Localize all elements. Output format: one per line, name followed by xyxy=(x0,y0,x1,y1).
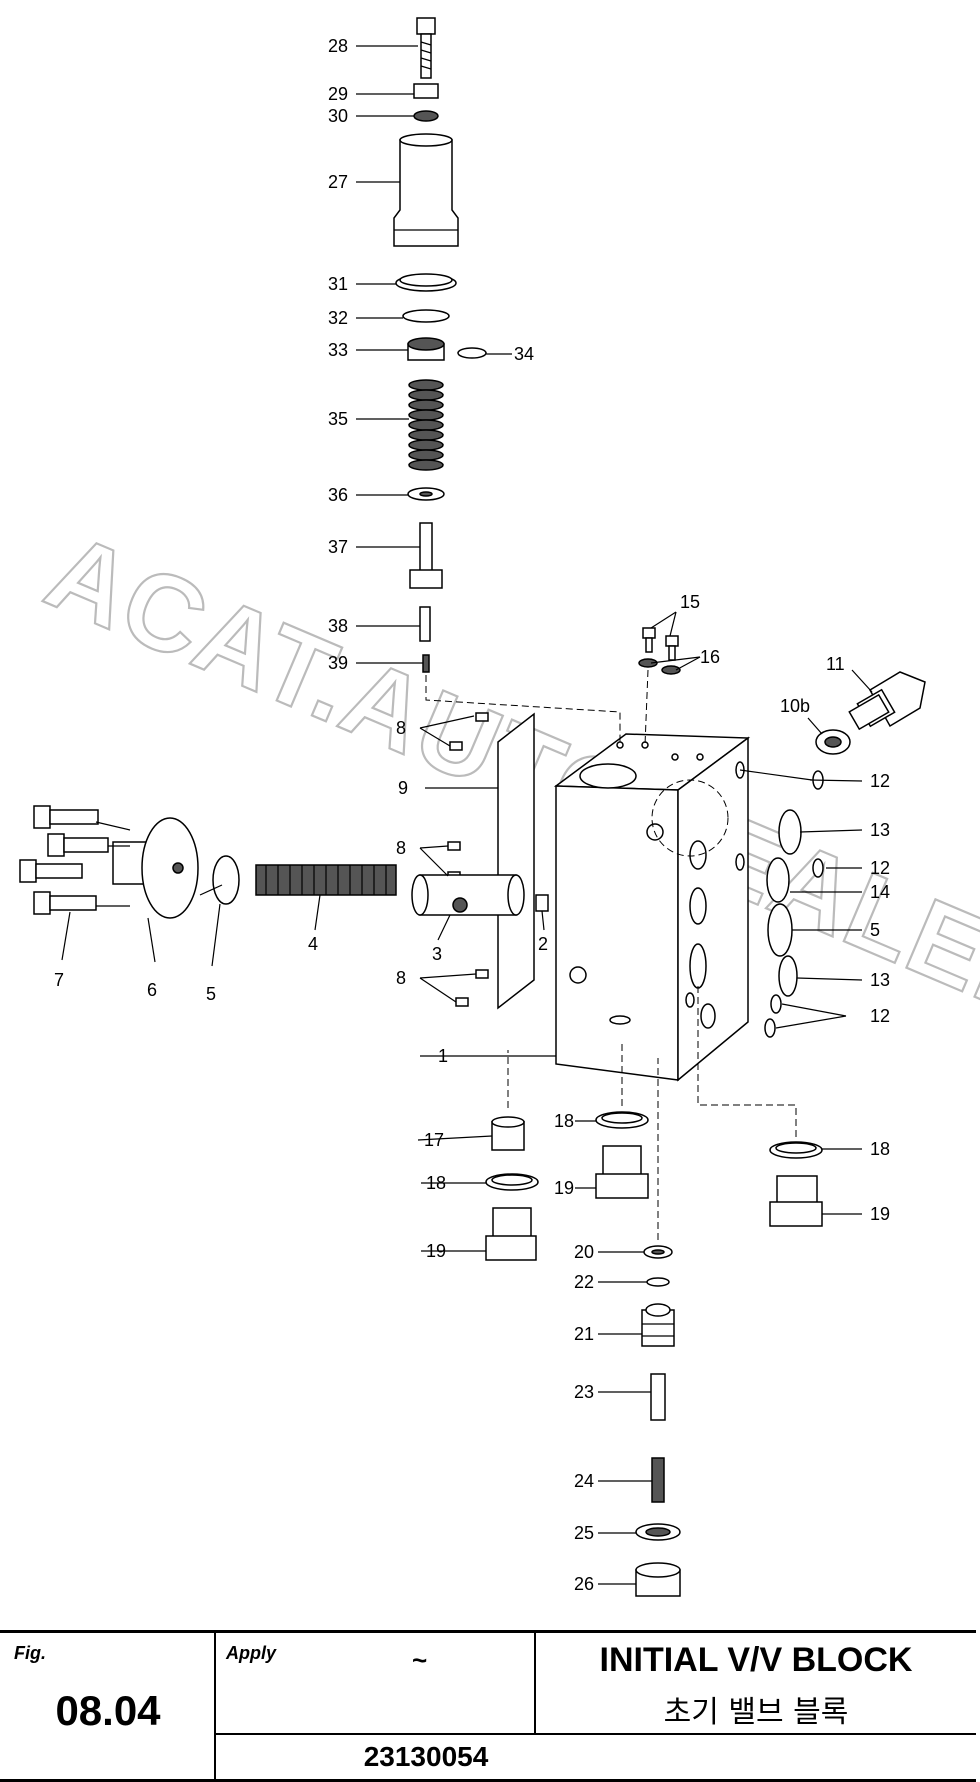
exploded-parts-diagram: ACAT.AUTODEALER.RU xyxy=(19,17,980,1597)
plate-9 xyxy=(497,712,535,1010)
part-number-cell: 23130054 xyxy=(216,1733,976,1779)
callout-15: 15 xyxy=(680,592,700,612)
callout-29: 29 xyxy=(328,84,348,104)
callout-35: 35 xyxy=(328,409,348,429)
callout-8-top: 8 xyxy=(396,718,406,738)
top-assembly xyxy=(393,17,487,673)
callout-9: 9 xyxy=(398,778,408,798)
callout-28: 28 xyxy=(328,36,348,56)
leader-lines xyxy=(61,45,873,1585)
apply-label: Apply xyxy=(226,1643,277,1663)
callout-17: 17 xyxy=(424,1130,444,1150)
spring-35 xyxy=(408,379,444,471)
callout-26: 26 xyxy=(574,1574,594,1594)
callout-6: 6 xyxy=(147,980,157,1000)
callout-25: 25 xyxy=(574,1523,594,1543)
callout-5-right: 5 xyxy=(870,920,880,940)
callout-labels: 28 29 30 27 31 32 33 34 35 36 37 38 39 1… xyxy=(54,36,890,1594)
callout-8-bottom: 8 xyxy=(396,968,406,988)
callout-7: 7 xyxy=(54,970,64,990)
valve-block-1 xyxy=(553,733,751,1082)
callout-18-left: 18 xyxy=(426,1173,446,1193)
callout-12-c: 12 xyxy=(870,1006,890,1026)
callout-3: 3 xyxy=(432,944,442,964)
spool-3 xyxy=(411,874,525,916)
fig-number: 08.04 xyxy=(55,1687,161,1734)
title-block: Fig. 08.04 Apply ~ INITIAL V/V BLOCK 초기 … xyxy=(0,1630,976,1782)
callout-12-a: 12 xyxy=(870,771,890,791)
apply-value: ~ xyxy=(412,1645,428,1675)
callout-33: 33 xyxy=(328,340,348,360)
callout-19-center: 19 xyxy=(554,1178,574,1198)
callout-24: 24 xyxy=(574,1471,594,1491)
spring-4 xyxy=(255,864,397,896)
callout-19-right: 19 xyxy=(870,1204,890,1224)
title-korean: 초기 밸브 블록 xyxy=(663,1695,849,1730)
callout-13-b: 13 xyxy=(870,970,890,990)
callout-30: 30 xyxy=(328,106,348,126)
flange-6 xyxy=(112,817,199,919)
callout-12-b: 12 xyxy=(870,858,890,878)
callout-31: 31 xyxy=(328,274,348,294)
bolts-15 xyxy=(638,627,681,675)
callout-2: 2 xyxy=(538,934,548,954)
callout-22: 22 xyxy=(574,1272,594,1292)
callout-11: 11 xyxy=(826,654,845,674)
right-o-rings xyxy=(764,770,824,1038)
callout-19-left: 19 xyxy=(426,1241,446,1261)
callout-1: 1 xyxy=(438,1046,448,1066)
title-english: INITIAL V/V BLOCK xyxy=(599,1641,913,1679)
connector-11 xyxy=(815,671,926,755)
o-ring-5 xyxy=(212,855,240,905)
callout-21: 21 xyxy=(574,1324,594,1344)
callout-32: 32 xyxy=(328,308,348,328)
callout-27: 27 xyxy=(328,172,348,192)
lower-assembly xyxy=(635,1245,681,1597)
apply-cell: Apply ~ xyxy=(216,1633,536,1733)
callout-20: 20 xyxy=(574,1242,594,1262)
callout-34: 34 xyxy=(514,344,534,364)
bottom-plugs xyxy=(485,1111,823,1261)
callout-16: 16 xyxy=(700,647,720,667)
plug-2 xyxy=(535,894,549,912)
callout-18-center: 18 xyxy=(554,1111,574,1131)
callout-4: 4 xyxy=(308,934,318,954)
callout-10b: 10b xyxy=(780,696,810,716)
fig-cell: Fig. 08.04 xyxy=(0,1633,216,1779)
callout-39: 39 xyxy=(328,653,348,673)
callout-18-right: 18 xyxy=(870,1139,890,1159)
callout-13-a: 13 xyxy=(870,820,890,840)
callout-37: 37 xyxy=(328,537,348,557)
fig-label: Fig. xyxy=(14,1643,46,1663)
callout-38: 38 xyxy=(328,616,348,636)
callout-5-left: 5 xyxy=(206,984,216,1004)
title-cell: INITIAL V/V BLOCK 초기 밸브 블록 xyxy=(536,1633,976,1733)
callout-23: 23 xyxy=(574,1382,594,1402)
part-number: 23130054 xyxy=(363,1741,489,1772)
callout-14: 14 xyxy=(870,882,890,902)
callout-8-mid: 8 xyxy=(396,838,406,858)
callout-36: 36 xyxy=(328,485,348,505)
bolts-7 xyxy=(19,805,109,915)
